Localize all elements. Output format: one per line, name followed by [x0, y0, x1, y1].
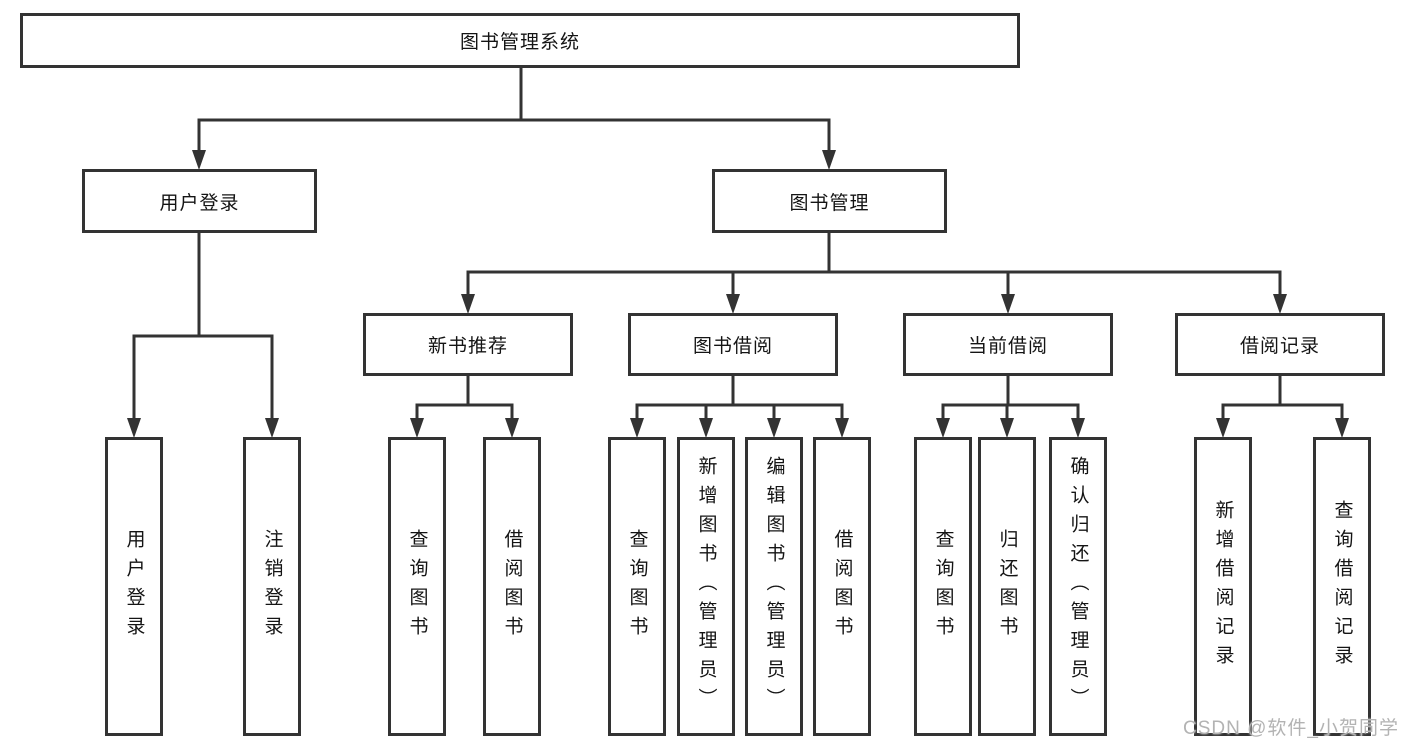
node-label: 注销登录 [261, 528, 283, 645]
node-new-book-recommend: 新书推荐 [363, 313, 573, 376]
node-label: 新书推荐 [427, 336, 508, 357]
node-leaf-add-books-admin: 新增图书（管理员） [677, 437, 735, 736]
node-leaf-user-login: 用户登录 [105, 437, 163, 736]
node-book-management: 图书管理 [712, 169, 947, 233]
node-label: 用户登录 [123, 528, 145, 645]
node-label: 借阅图书 [831, 528, 853, 645]
node-label: 图书管理 [789, 192, 870, 214]
node-label: 归还图书 [996, 528, 1018, 645]
node-label: 借阅记录 [1239, 336, 1320, 357]
node-label: 用户登录 [159, 192, 240, 214]
node-label: 新增图书（管理员） [695, 456, 717, 717]
node-leaf-borrow-books-2: 借阅图书 [813, 437, 871, 736]
node-leaf-return-books: 归还图书 [978, 437, 1036, 736]
node-current-borrow: 当前借阅 [903, 313, 1113, 376]
node-book-borrow: 图书借阅 [628, 313, 838, 376]
node-label: 查询图书 [626, 528, 648, 645]
node-library-management-system: 图书管理系统 [20, 13, 1020, 68]
node-leaf-borrow-books-1: 借阅图书 [483, 437, 541, 736]
node-leaf-confirm-return-admin: 确认归还（管理员） [1049, 437, 1107, 736]
node-label: 查询图书 [932, 528, 954, 645]
node-label: 查询借阅记录 [1331, 499, 1353, 674]
node-leaf-logout: 注销登录 [243, 437, 301, 736]
node-label: 新增借阅记录 [1212, 499, 1234, 674]
node-label: 图书管理系统 [459, 32, 580, 53]
node-label: 编辑图书（管理员） [763, 456, 785, 717]
node-label: 当前借阅 [967, 336, 1048, 357]
node-leaf-query-books-1: 查询图书 [388, 437, 446, 736]
node-label: 查询图书 [406, 528, 428, 645]
node-leaf-query-books-3: 查询图书 [914, 437, 972, 736]
node-leaf-query-books-2: 查询图书 [608, 437, 666, 736]
node-label: 确认归还（管理员） [1067, 456, 1089, 717]
node-leaf-add-borrow-record: 新增借阅记录 [1194, 437, 1252, 736]
csdn-watermark: CSDN @软件_小贺同学 [1183, 718, 1399, 739]
node-label: 借阅图书 [501, 528, 523, 645]
node-leaf-query-borrow-record: 查询借阅记录 [1313, 437, 1371, 736]
node-borrow-record: 借阅记录 [1175, 313, 1385, 376]
node-label: 图书借阅 [692, 336, 773, 357]
node-leaf-edit-books-admin: 编辑图书（管理员） [745, 437, 803, 736]
node-user-login: 用户登录 [82, 169, 317, 233]
